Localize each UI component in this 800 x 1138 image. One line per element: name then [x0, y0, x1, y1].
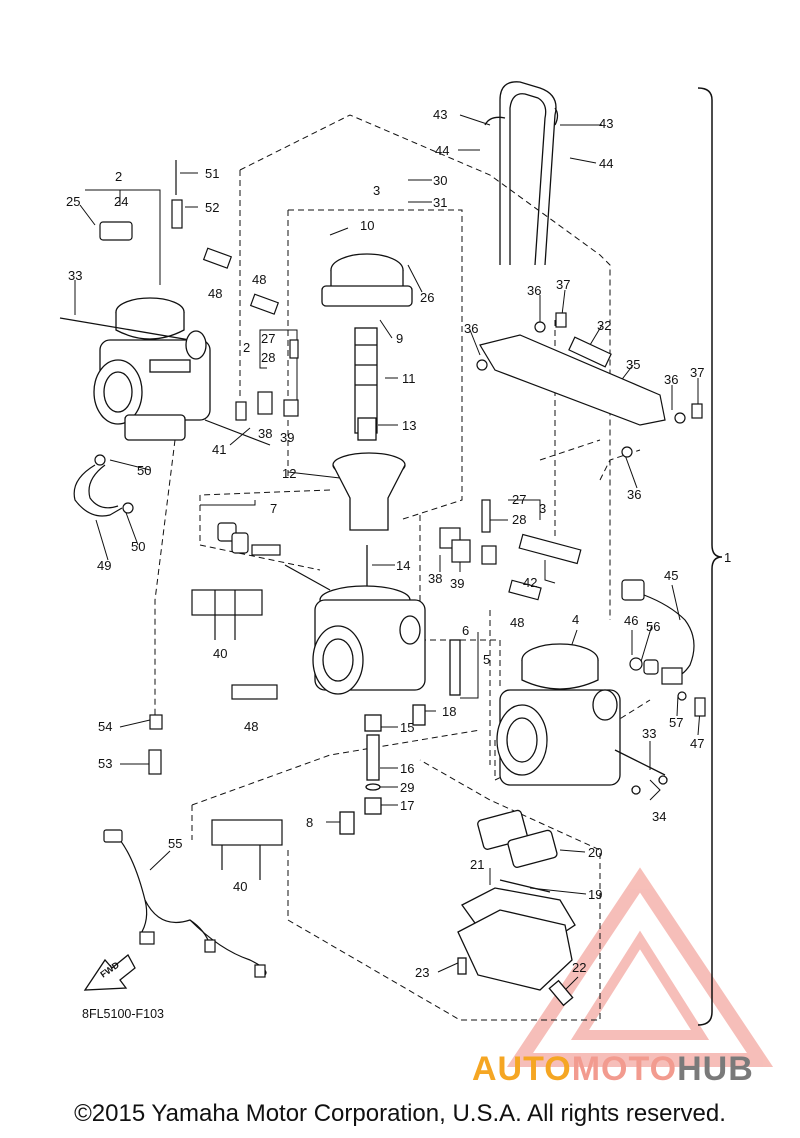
part-label: 8 — [306, 815, 313, 830]
part-label: 55 — [168, 836, 182, 851]
part-label: 13 — [402, 418, 416, 433]
left-carburetor — [59, 297, 211, 441]
part-label: 1 — [724, 550, 731, 565]
part-label: 38 — [428, 571, 442, 586]
part-label: 37 — [556, 277, 570, 292]
part-label: 19 — [588, 887, 602, 902]
part-label: 5 — [483, 652, 490, 667]
part-label: 33 — [68, 268, 82, 283]
part-label: 6 — [462, 623, 469, 638]
part-label: 10 — [360, 218, 374, 233]
part-label: 12 — [282, 466, 296, 481]
part-label: 48 — [208, 286, 222, 301]
part-label: 32 — [597, 318, 611, 333]
part-label: 36 — [527, 283, 541, 298]
part-label: 57 — [669, 715, 683, 730]
part-label: 28 — [512, 512, 526, 527]
part-label: 18 — [442, 704, 456, 719]
leader-lines — [74, 114, 701, 991]
part-label: 29 — [400, 780, 414, 795]
part-label: 20 — [588, 845, 602, 860]
part-label: 15 — [400, 720, 414, 735]
part-label: 31 — [433, 195, 447, 210]
watermark-moto: MOTO — [571, 1050, 678, 1088]
watermark-triangle — [506, 867, 774, 1067]
part-label: 17 — [400, 798, 414, 813]
part-label: 46 — [624, 613, 638, 628]
part-label: 2 — [243, 340, 250, 355]
copyright-notice: ©2015 Yamaha Motor Corporation, U.S.A. A… — [74, 1100, 726, 1127]
throttle-bracket — [476, 312, 703, 458]
part-label: 43 — [599, 116, 613, 131]
part-label: 39 — [280, 430, 294, 445]
part-label: 36 — [664, 372, 678, 387]
part-label: 37 — [690, 365, 704, 380]
part-label: 30 — [433, 173, 447, 188]
part-label: 27 — [261, 331, 275, 346]
part-label: 4 — [572, 612, 579, 627]
float-bowl — [457, 809, 576, 1007]
part-label: 53 — [98, 756, 112, 771]
part-label: 40 — [233, 879, 247, 894]
part-label: 16 — [400, 761, 414, 776]
watermark-brand: AUTOMOTOHUB — [472, 1050, 754, 1089]
part-label: 33 — [642, 726, 656, 741]
drawing-code: 8FL5100-F103 — [82, 1007, 164, 1021]
part-label: 50 — [137, 463, 151, 478]
part-label: 56 — [646, 619, 660, 634]
part-label: 34 — [652, 809, 666, 824]
center-linkage — [191, 499, 582, 880]
part-label: 27 — [512, 492, 526, 507]
part-label: 36 — [464, 321, 478, 336]
part-label: 42 — [523, 575, 537, 590]
part-label: 25 — [66, 194, 80, 209]
part-label: 45 — [664, 568, 678, 583]
part-label: 11 — [402, 371, 416, 386]
left-small-parts — [73, 160, 299, 517]
part-label: 48 — [510, 615, 524, 630]
watermark-hub: HUB — [677, 1050, 754, 1088]
vent-hoses — [484, 81, 559, 266]
part-label: 22 — [572, 960, 586, 975]
part-label: 14 — [396, 558, 410, 573]
assembly-bracket — [697, 87, 723, 1026]
part-label: 51 — [205, 166, 219, 181]
part-label: 2 — [115, 169, 122, 184]
part-label: 21 — [470, 857, 484, 872]
part-label: 3 — [539, 501, 546, 516]
part-label: 38 — [258, 426, 272, 441]
part-label: 47 — [690, 736, 704, 751]
dashed-lines — [154, 114, 651, 1021]
harness — [103, 714, 267, 978]
fwd-arrow-icon: FWD — [83, 954, 136, 991]
part-label: 7 — [270, 501, 277, 516]
part-label: 44 — [435, 143, 449, 158]
part-label: 50 — [131, 539, 145, 554]
part-label: 40 — [213, 646, 227, 661]
part-label: 48 — [252, 272, 266, 287]
part-label: 3 — [373, 183, 380, 198]
part-label: 39 — [450, 576, 464, 591]
part-label: 9 — [396, 331, 403, 346]
watermark-auto: AUTO — [472, 1050, 572, 1088]
part-label: 28 — [261, 350, 275, 365]
part-label: 49 — [97, 558, 111, 573]
part-label: 35 — [626, 357, 640, 372]
part-label: 36 — [627, 487, 641, 502]
part-label: 43 — [433, 107, 447, 122]
part-labels: 1 2 2 3 3 4 5 6 7 8 9 10 11 12 13 14 15 … — [66, 107, 731, 980]
part-label: 23 — [415, 965, 429, 980]
part-label: 52 — [205, 200, 219, 215]
part-label: 24 — [114, 194, 128, 209]
center-carburetor — [312, 253, 461, 835]
part-label: 54 — [98, 719, 112, 734]
part-label: 41 — [212, 442, 226, 457]
throttle-sensor — [621, 579, 706, 717]
part-label: 48 — [244, 719, 258, 734]
part-label: 26 — [420, 290, 434, 305]
part-label: 44 — [599, 156, 613, 171]
right-carburetor — [496, 643, 668, 795]
